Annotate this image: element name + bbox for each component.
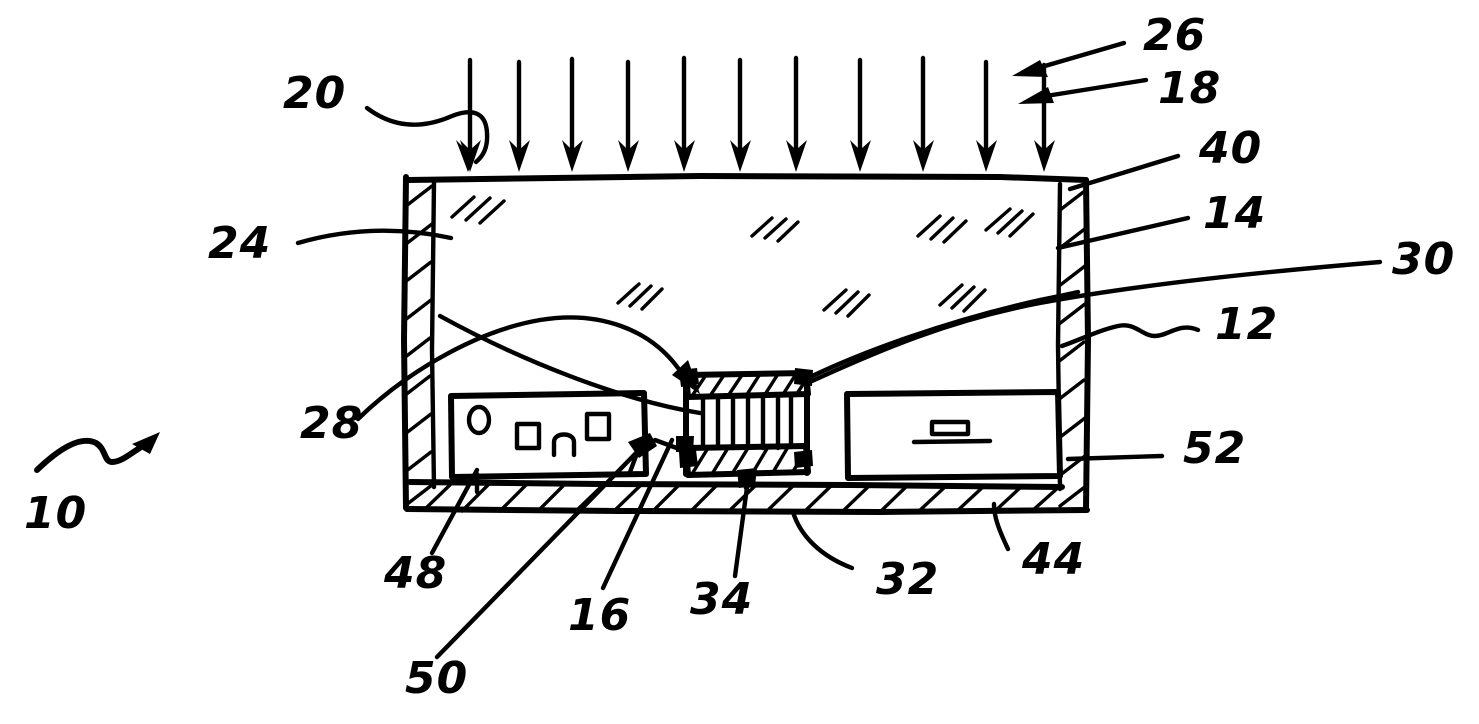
left-box-contact bbox=[628, 433, 657, 458]
leader-14 bbox=[1055, 215, 1191, 251]
leader-20 bbox=[364, 105, 490, 172]
ref-32: 32 bbox=[876, 554, 939, 605]
field-arrow-down bbox=[786, 55, 807, 172]
ref-16: 16 bbox=[568, 590, 631, 641]
glint-icon bbox=[938, 283, 987, 313]
glint-icon bbox=[750, 216, 800, 243]
housing-inner-left-wall bbox=[429, 179, 437, 490]
field-arrow-down bbox=[1034, 62, 1055, 172]
field-arrow-down bbox=[850, 57, 871, 172]
component-circle bbox=[466, 404, 492, 436]
coil-terminal-tr bbox=[794, 368, 813, 386]
ref-34: 34 bbox=[690, 574, 753, 625]
housing-base-bottom-edge bbox=[404, 506, 1090, 515]
leader-12 bbox=[1059, 323, 1201, 349]
leader-40 bbox=[1067, 153, 1181, 192]
ref-12: 12 bbox=[1215, 299, 1278, 350]
ref-50: 50 bbox=[405, 653, 468, 704]
housing-top-edge bbox=[405, 173, 1089, 183]
leader-16 bbox=[600, 437, 675, 591]
field-arrow-down bbox=[674, 55, 695, 172]
leader-arrow-26 bbox=[1012, 40, 1127, 77]
glint-icon bbox=[822, 288, 871, 318]
ref-26: 26 bbox=[1143, 10, 1206, 61]
glint-icon bbox=[450, 195, 506, 225]
component-arch bbox=[551, 432, 577, 458]
ref-18: 18 bbox=[1158, 63, 1221, 114]
component-square-1 bbox=[514, 421, 542, 451]
leader-28-cross bbox=[437, 313, 703, 416]
field-arrow-down bbox=[976, 59, 997, 172]
field-arrow-down bbox=[913, 55, 934, 172]
left-circuit-box bbox=[448, 390, 657, 495]
leader-50 bbox=[434, 447, 642, 660]
component-small-rect bbox=[929, 419, 971, 437]
field-arrow-down bbox=[509, 59, 530, 172]
coil-left-lead bbox=[652, 436, 694, 453]
ref-28: 28 bbox=[300, 398, 363, 449]
coil-terminal-tl bbox=[679, 368, 699, 387]
coil-terminal-br bbox=[794, 450, 813, 468]
left-wall-hatching bbox=[402, 184, 434, 507]
leader-52 bbox=[1065, 453, 1165, 462]
glint-icon bbox=[984, 207, 1035, 238]
housing-outer-left-wall bbox=[401, 174, 409, 511]
leader-32 bbox=[790, 509, 855, 571]
component-line bbox=[911, 438, 993, 445]
leader-24 bbox=[295, 228, 454, 246]
ref-20: 20 bbox=[283, 68, 346, 119]
ref-40: 40 bbox=[1198, 123, 1262, 174]
leader-30 bbox=[809, 259, 1383, 384]
right-circuit-box bbox=[844, 389, 1063, 481]
glint-icon bbox=[616, 282, 664, 311]
leader-arrow-18 bbox=[1018, 77, 1149, 104]
leader-coil-right-up bbox=[797, 289, 1081, 385]
field-arrow-down bbox=[562, 56, 583, 172]
ref-14: 14 bbox=[1203, 188, 1266, 239]
field-arrows-group bbox=[460, 55, 1055, 172]
ref-48: 48 bbox=[383, 548, 447, 599]
housing-outer-right-wall bbox=[1083, 177, 1091, 512]
ref-52: 52 bbox=[1183, 423, 1246, 474]
housing-enclosure bbox=[401, 173, 1091, 515]
right-wall-hatching bbox=[1056, 188, 1088, 508]
housing-base-top-edge bbox=[407, 479, 1065, 490]
leader-48 bbox=[429, 467, 480, 556]
component-square-2 bbox=[584, 411, 612, 442]
leader-10 bbox=[34, 432, 160, 473]
transparency-glints bbox=[450, 195, 1035, 318]
coil-windings bbox=[700, 393, 794, 451]
leader-34 bbox=[732, 477, 751, 579]
coil-assembly bbox=[679, 368, 813, 491]
coil-terminal-bl bbox=[679, 450, 698, 468]
ref-24: 24 bbox=[208, 218, 271, 269]
glint-icon bbox=[916, 214, 968, 244]
reference-numerals-group: 10 20 24 26 18 40 14 30 12 28 52 48 50 1… bbox=[24, 10, 1455, 704]
field-arrow-down bbox=[730, 57, 751, 172]
leader-44 bbox=[991, 501, 1011, 552]
field-arrow-down bbox=[618, 59, 639, 172]
ref-30: 30 bbox=[1392, 234, 1455, 285]
ref-10: 10 bbox=[24, 488, 87, 539]
ref-44: 44 bbox=[1021, 534, 1085, 585]
